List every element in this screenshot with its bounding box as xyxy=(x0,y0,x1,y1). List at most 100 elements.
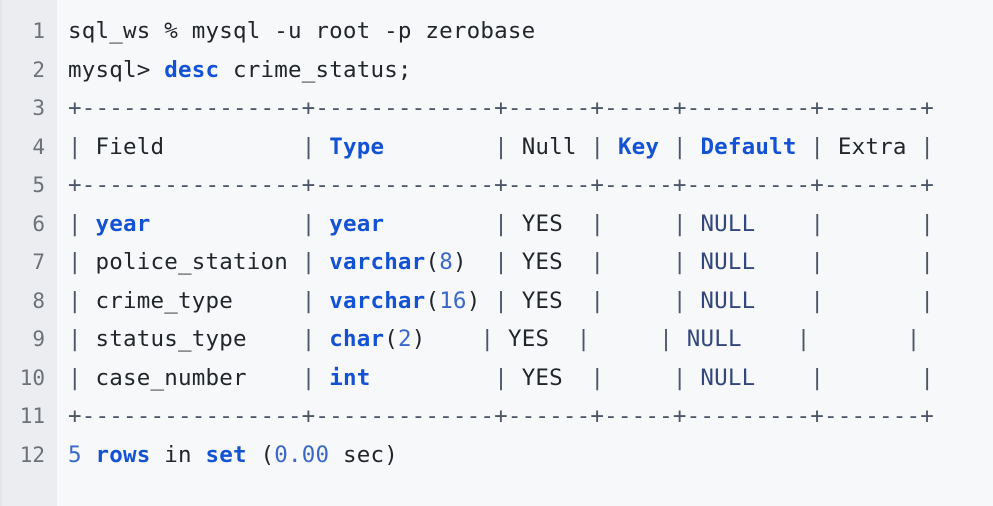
cell-type-keyword: char xyxy=(329,326,385,352)
pipe-glyph: | xyxy=(301,133,316,160)
code-line-table-header: | Field | Type | Null | Key | Default | … xyxy=(68,128,993,167)
pipe-glyph: | xyxy=(68,249,82,275)
table-row: | status_type | char(2) | YES | | NULL |… xyxy=(68,320,993,359)
pipe-glyph: | xyxy=(68,133,82,160)
line-number: 9 xyxy=(32,327,45,351)
pipe-glyph: | xyxy=(906,326,921,352)
line-number: 1 xyxy=(32,19,45,43)
line-number: 10 xyxy=(19,365,45,390)
pipe-glyph: | xyxy=(576,326,591,352)
column-header-key: Key xyxy=(617,133,660,160)
line-number: 6 xyxy=(32,211,45,236)
pipe-glyph: | xyxy=(810,287,825,314)
cell-null: YES xyxy=(521,210,563,237)
result-row-count: 5 xyxy=(68,441,82,468)
lparen-glyph: ( xyxy=(425,249,440,275)
cell-null: YES xyxy=(521,249,563,275)
result-in-label: in xyxy=(150,441,206,468)
pipe-glyph: | xyxy=(301,210,316,237)
sql-keyword-desc: desc xyxy=(164,56,220,83)
column-header-null: Null xyxy=(521,133,577,160)
line-number: 3 xyxy=(32,96,45,120)
code-line-separator-bottom: +----------------+-------------+------+-… xyxy=(68,397,993,436)
pipe-glyph: | xyxy=(494,287,508,314)
table-row: | police_station | varchar(8) | YES | | … xyxy=(68,243,993,282)
column-header-extra: Extra xyxy=(837,133,907,160)
line-number-gutter: 1 2 3 4 5 6 7 8 9 10 11 12 xyxy=(2,0,57,506)
cell-null: YES xyxy=(521,364,563,391)
pipe-glyph: | xyxy=(659,326,673,352)
result-unit: sec) xyxy=(329,441,398,468)
code-line-desc-query: mysql> desc crime_status; xyxy=(68,51,993,90)
pipe-glyph: | xyxy=(494,210,508,237)
line-number: 11 xyxy=(19,404,45,428)
result-duration: 0.00 xyxy=(274,441,330,468)
mysql-prompt: mysql> xyxy=(68,56,165,83)
pipe-glyph: | xyxy=(672,364,687,391)
result-open-paren: ( xyxy=(246,441,275,468)
table-separator-bottom: +----------------+-------------+------+-… xyxy=(68,403,935,429)
rparen-glyph: ) xyxy=(466,287,481,314)
cell-field: case_number xyxy=(95,364,247,391)
line-number: 2 xyxy=(32,57,45,82)
pipe-glyph: | xyxy=(810,249,825,275)
cell-default: NULL xyxy=(700,364,756,391)
pipe-glyph: | xyxy=(672,249,687,275)
cell-type-keyword: varchar xyxy=(329,249,426,275)
cell-field: status_type xyxy=(95,326,247,352)
pipe-glyph: | xyxy=(672,287,687,314)
pipe-glyph: | xyxy=(920,287,935,314)
pipe-glyph: | xyxy=(810,364,825,391)
column-header-default: Default xyxy=(700,133,797,160)
cell-null: YES xyxy=(521,287,563,314)
pipe-glyph: | xyxy=(920,249,935,275)
rparen-glyph: ) xyxy=(452,249,467,275)
pipe-glyph: | xyxy=(920,133,935,160)
cell-field: year xyxy=(95,210,151,237)
code-line-separator-mid: +----------------+-------------+------+-… xyxy=(68,166,993,205)
pipe-glyph: | xyxy=(68,364,82,391)
cell-type-length: 16 xyxy=(439,287,467,314)
code-line-result-footer: 5 rows in set (0.00 sec) xyxy=(68,436,993,475)
pipe-glyph: | xyxy=(301,249,316,275)
pipe-glyph: | xyxy=(672,210,687,237)
pipe-glyph: | xyxy=(810,210,825,237)
line-number: 4 xyxy=(32,134,45,159)
line-number: 5 xyxy=(32,173,45,197)
code-line-separator-top: +----------------+-------------+------+-… xyxy=(68,89,993,128)
code-content-area[interactable]: sql_ws % mysql -u root -p zerobase mysql… xyxy=(57,0,993,506)
pipe-glyph: | xyxy=(672,133,687,160)
cell-type-keyword: varchar xyxy=(329,287,426,314)
line-number: 7 xyxy=(32,250,45,274)
pipe-glyph: | xyxy=(920,364,935,391)
rparen-glyph: ) xyxy=(411,326,426,352)
table-row: | case_number | int | YES | | NULL | | xyxy=(68,359,993,398)
pipe-glyph: | xyxy=(590,133,605,160)
pipe-glyph: | xyxy=(480,326,495,352)
code-line-shell-command: sql_ws % mysql -u root -p zerobase xyxy=(68,12,993,51)
lparen-glyph: ( xyxy=(384,326,398,352)
cell-field: crime_type xyxy=(95,287,233,314)
cell-type-length: 2 xyxy=(397,326,412,352)
pipe-glyph: | xyxy=(68,287,82,314)
table-row: | year | year | YES | | NULL | | xyxy=(68,205,993,244)
sql-table-name: crime_status; xyxy=(219,56,412,83)
cell-default: NULL xyxy=(700,249,756,275)
table-separator-mid: +----------------+-------------+------+-… xyxy=(68,172,935,198)
pipe-glyph: | xyxy=(494,249,508,275)
cell-field: police_station xyxy=(95,249,288,275)
pipe-glyph: | xyxy=(810,133,825,160)
pipe-glyph: | xyxy=(796,326,811,352)
line-number: 8 xyxy=(32,288,45,313)
column-header-field: Field xyxy=(95,133,165,160)
table-separator-top: +----------------+-------------+------+-… xyxy=(68,95,935,121)
pipe-glyph: | xyxy=(68,210,82,237)
shell-prompt: sql_ws % xyxy=(68,18,192,44)
pipe-glyph: | xyxy=(301,364,316,391)
cell-type-keyword: year xyxy=(329,210,385,237)
column-header-type: Type xyxy=(329,133,385,160)
pipe-glyph: | xyxy=(301,287,316,314)
pipe-glyph: | xyxy=(590,249,605,275)
cell-type-length: 8 xyxy=(439,249,453,275)
